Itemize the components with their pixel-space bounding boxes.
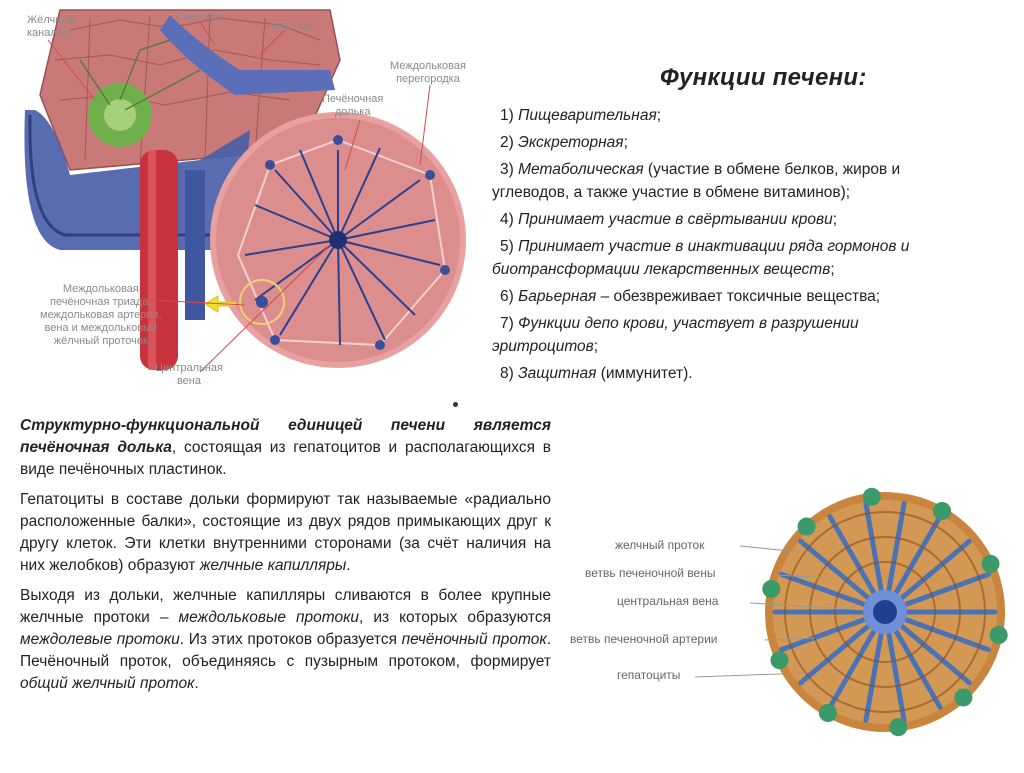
lobule-spoke bbox=[901, 616, 991, 653]
lobule-cross-section-diagram: желчный проток ветвь печеночной вены цен… bbox=[565, 460, 1020, 768]
lobule-spoke bbox=[885, 629, 907, 723]
paragraph-hepatocytes: Гепатоциты в составе дольки формируют та… bbox=[20, 491, 551, 574]
lobule-spoke bbox=[779, 616, 869, 653]
label-central-vein: Центральная вена bbox=[155, 362, 223, 387]
function-item: 1) Пищеварительная; bbox=[500, 107, 662, 124]
label-portal-triad: Междольковая печёночная триада: междольк… bbox=[40, 283, 162, 347]
lobule-spoke bbox=[827, 514, 878, 598]
lobule-spoke bbox=[897, 538, 972, 602]
lobule-cross-section-illustration bbox=[694, 487, 1008, 737]
portal-triad-node bbox=[989, 626, 1008, 645]
lobule-spoke bbox=[798, 538, 873, 602]
liver-structure-illustration bbox=[24, 9, 466, 373]
label-hepatic-artery-branch: ветвь печеночной артерии bbox=[570, 632, 718, 646]
label-bile-canaliculus: Жёлчный каналец bbox=[27, 14, 76, 39]
label-central-vein-bottom: центральная вена bbox=[617, 594, 719, 608]
portal-triad-node bbox=[762, 579, 781, 598]
portal-triad-node bbox=[797, 517, 816, 536]
function-item: 5) Принимает участие в инактивации ряда … bbox=[492, 238, 910, 278]
function-item: 3) Метаболическая (участие в обмене белк… bbox=[492, 161, 901, 201]
liver-structure-diagram: Жёлчный каналец Синусоид Гепатоцит Междо… bbox=[0, 0, 490, 405]
bullet-dot bbox=[453, 402, 458, 407]
portal-triad-node bbox=[933, 501, 952, 520]
label-hepatic-vein-branch: ветвь печеночной вены bbox=[585, 566, 716, 580]
functions-title: Функции печени: bbox=[660, 64, 867, 91]
portal-triad-node bbox=[818, 704, 837, 723]
lobule-spoke bbox=[863, 629, 885, 723]
label-hepatocyte: Гепатоцит bbox=[266, 20, 318, 32]
lobule-spoke bbox=[798, 622, 873, 686]
function-item: 7) Функции депо крови, участвует в разру… bbox=[492, 315, 859, 355]
portal-triad-node bbox=[889, 718, 908, 737]
label-sinusoid: Синусоид bbox=[175, 11, 225, 23]
functions-list: 1) Пищеварительная; 2) Экскреторная; 3) … bbox=[492, 104, 1002, 389]
description-text: Структурно-функциональной единицей печен… bbox=[20, 415, 551, 703]
paragraph-ducts: Выходя из дольки, желчные капилляры слив… bbox=[20, 587, 551, 692]
label-bile-duct: желчный проток bbox=[615, 538, 705, 552]
label-interlobular-septum: Междольковая перегородка bbox=[390, 60, 466, 85]
lobule-spoke bbox=[892, 626, 943, 710]
function-item: 8) Защитная (иммунитет). bbox=[500, 365, 693, 382]
lobule-spoke bbox=[779, 571, 869, 608]
portal-triad-node bbox=[954, 688, 973, 707]
lobule-spoke bbox=[885, 501, 907, 595]
function-item: 2) Экскреторная; bbox=[500, 134, 628, 151]
lobule-spoke bbox=[897, 622, 972, 686]
paragraph-lobule: Структурно-функциональной единицей печен… bbox=[20, 417, 551, 478]
label-hepatocytes: гепатоциты bbox=[617, 668, 681, 682]
lobule-spoke bbox=[892, 514, 943, 598]
portal-triad-node bbox=[862, 487, 881, 506]
label-hepatic-lobule: Печёночная долька bbox=[322, 93, 384, 118]
function-item: 6) Барьерная – обезвреживает токсичные в… bbox=[500, 288, 881, 305]
lobule-spoke bbox=[827, 626, 878, 710]
portal-triad-node bbox=[770, 651, 789, 670]
function-item: 4) Принимает участие в свёртывании крови… bbox=[500, 211, 838, 228]
lobule-spoke bbox=[863, 501, 885, 595]
portal-triad-node bbox=[981, 554, 1000, 573]
lobule-spoke bbox=[901, 571, 991, 608]
